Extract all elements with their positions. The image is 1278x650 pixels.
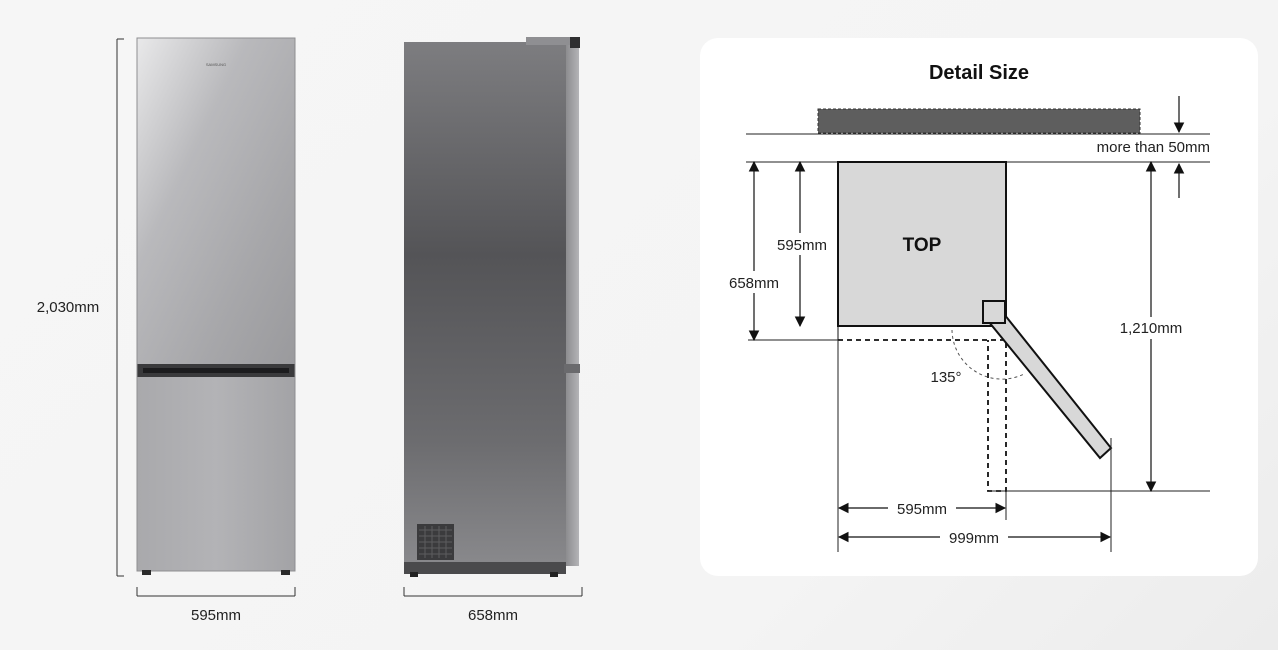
width-dimension xyxy=(136,587,296,597)
depth-label: 658mm xyxy=(468,607,518,624)
width-label: 595mm xyxy=(191,607,241,624)
angle-label: 135° xyxy=(930,369,961,386)
fridge-top-view xyxy=(837,161,1007,327)
width-label: 595mm xyxy=(897,501,947,518)
clearance-label: more than 50mm xyxy=(1097,139,1210,156)
door-open-depth-label: 1,210mm xyxy=(1120,320,1183,337)
fridge-front: SAMSUNG xyxy=(136,37,296,575)
fridge-side xyxy=(404,37,580,577)
brand-logo: SAMSUNG xyxy=(206,62,226,67)
open-width-label: 999mm xyxy=(949,530,999,547)
total-depth-label: 658mm xyxy=(729,275,779,292)
fridge-views: 2,030mm SAMSUNG 595mm xyxy=(37,37,583,624)
depth-dimension xyxy=(403,587,583,597)
height-label: 2,030mm xyxy=(37,299,100,316)
wall xyxy=(817,108,1141,134)
open-door xyxy=(987,312,1113,460)
height-dimension xyxy=(116,38,124,577)
detail-diagram: more than 50mm TOP 135° 658mm 595mm 1,21… xyxy=(722,96,1210,552)
panel-title: Detail Size xyxy=(928,62,1030,84)
body-depth-label: 595mm xyxy=(777,237,827,254)
top-label: TOP xyxy=(903,235,942,256)
detail-size-panel: Detail Size more than 50mm TOP 135° xyxy=(700,38,1258,576)
